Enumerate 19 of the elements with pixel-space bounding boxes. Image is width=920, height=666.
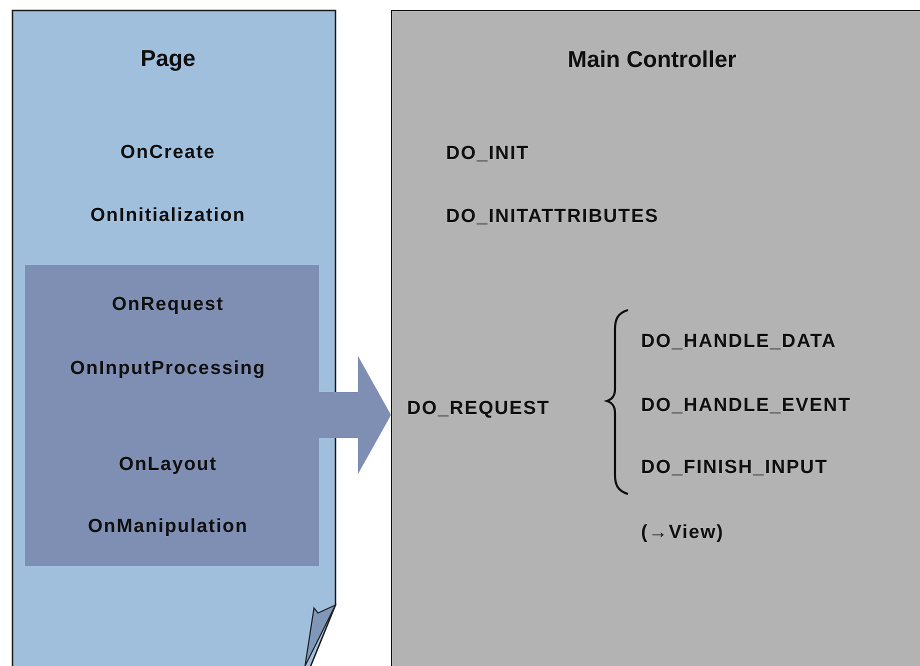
panel-title: Page	[140, 46, 196, 70]
block-arrow	[319, 356, 391, 474]
method-name: OnManipulation	[88, 515, 248, 539]
method-name: (→View)	[641, 521, 724, 545]
document-panel	[12, 10, 336, 666]
method-name: OnRequest	[112, 293, 224, 317]
method-name: DO_FINISH_INPUT	[641, 456, 828, 480]
event-group-box	[25, 265, 319, 566]
method-name: DO_INITATTRIBUTES	[446, 205, 659, 229]
method-name: DO_INIT	[446, 142, 530, 166]
method-name: OnInputProcessing	[70, 357, 266, 381]
controller-panel	[391, 10, 920, 666]
method-name: DO_HANDLE_EVENT	[641, 394, 852, 418]
method-name: DO_REQUEST	[407, 397, 550, 421]
method-name: OnInitialization	[90, 204, 246, 228]
method-name: OnLayout	[118, 453, 218, 477]
method-name: OnCreate	[120, 141, 216, 165]
method-name: DO_HANDLE_DATA	[641, 330, 837, 354]
panel-title: Main Controller	[568, 47, 736, 71]
